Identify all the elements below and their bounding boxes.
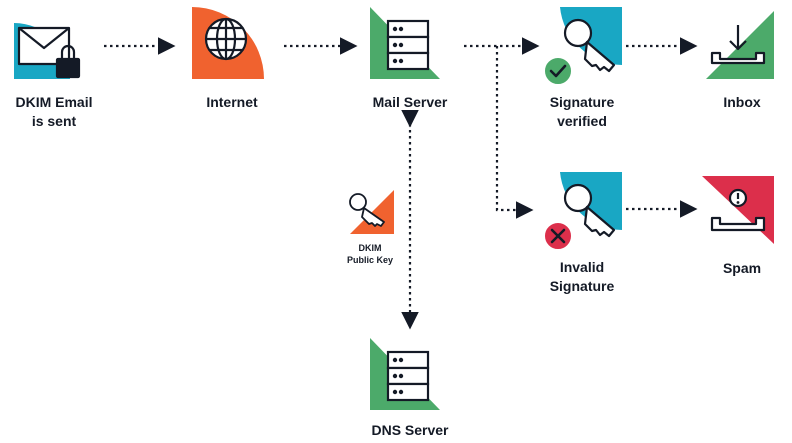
node-email (14, 7, 94, 87)
label-spam-line1: Spam (722, 260, 762, 276)
label-verified-line2: verified (557, 113, 607, 129)
globe-icon (192, 7, 264, 79)
label-inbox-line1: Inbox (723, 94, 761, 110)
label-internet: Internet (182, 93, 282, 112)
label-public-key-line1: DKIM (358, 243, 382, 253)
inbox-icon (706, 11, 774, 79)
label-email-line2: is sent (31, 113, 77, 129)
label-email: DKIM Email is sent (4, 93, 104, 131)
envelope-lock-icon (14, 23, 81, 79)
key-check-icon (543, 7, 622, 87)
node-public-key (346, 186, 400, 240)
label-inbox: Inbox (692, 93, 792, 112)
node-dns-server (370, 338, 450, 418)
server-icon (370, 338, 440, 410)
arrow-mailserver-invalid (495, 46, 534, 219)
node-inbox (702, 7, 782, 87)
node-signature-invalid (542, 172, 622, 252)
label-signature-verified: Signature verified (532, 93, 632, 131)
label-signature-invalid: Invalid Signature (532, 258, 632, 296)
label-mail-server-line1: Mail Server (372, 94, 448, 110)
key-cross-icon (543, 172, 622, 251)
label-email-line1: DKIM Email (15, 94, 93, 110)
node-mail-server (370, 7, 450, 87)
label-verified-line1: Signature (549, 94, 615, 110)
node-signature-verified (542, 7, 622, 87)
label-mail-server: Mail Server (358, 93, 462, 112)
label-invalid-line1: Invalid (559, 259, 605, 275)
key-icon (349, 190, 394, 234)
label-spam: Spam (692, 259, 792, 278)
node-spam (702, 172, 782, 252)
server-icon (370, 7, 440, 79)
label-dns-server: DNS Server (358, 421, 462, 440)
label-public-key-line2: Public Key (346, 255, 393, 265)
label-invalid-line2: Signature (549, 278, 615, 294)
spam-tray-icon (702, 176, 774, 244)
label-dns-server-line1: DNS Server (371, 422, 449, 438)
node-internet (192, 7, 272, 87)
label-internet-line1: Internet (206, 94, 258, 110)
label-public-key: DKIM Public Key (330, 242, 410, 266)
